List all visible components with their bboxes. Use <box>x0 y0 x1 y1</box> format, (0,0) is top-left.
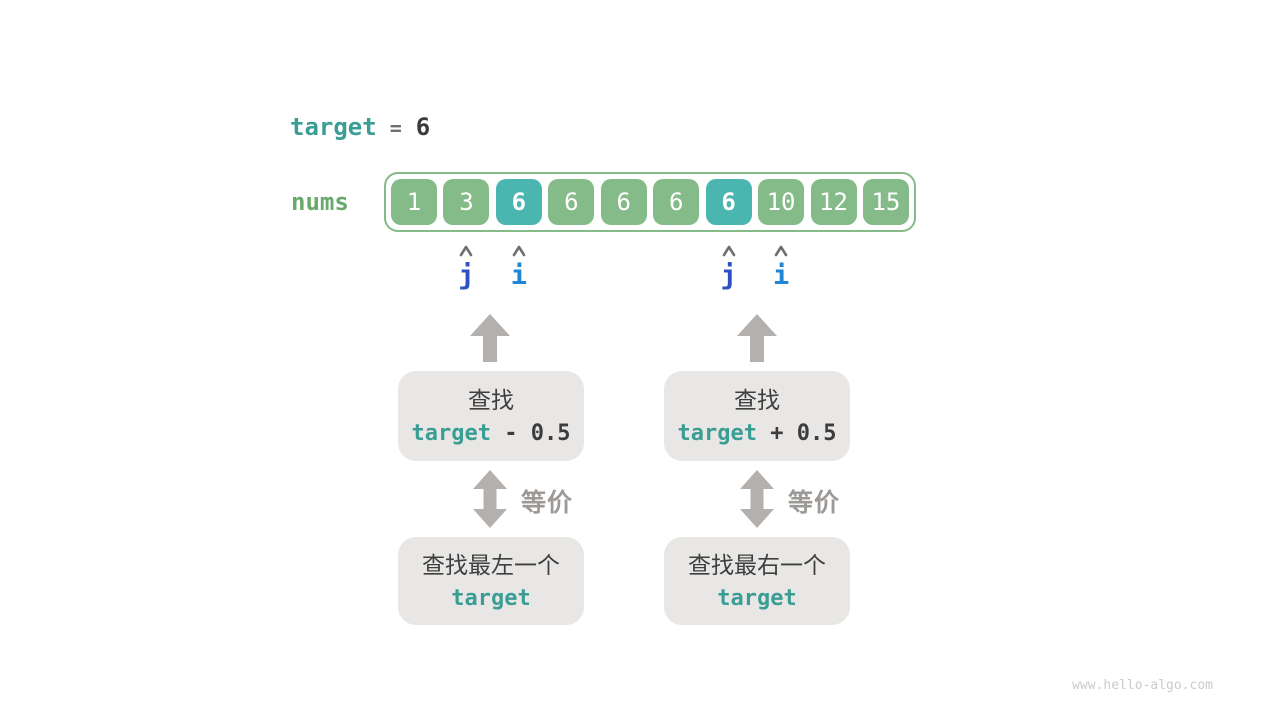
pointer-label-j: j <box>720 260 737 291</box>
nums-label: nums <box>291 188 349 216</box>
caret-up-icon <box>458 244 474 258</box>
up-arrow-icon <box>470 314 510 362</box>
result-leftmost-box: 查找最左一个 target <box>398 537 584 625</box>
caret-up-icon <box>773 244 789 258</box>
caret-up-icon <box>511 244 527 258</box>
search-title: 查找 <box>468 387 514 413</box>
array-cell: 15 <box>862 179 909 225</box>
caret-up-icon <box>721 244 737 258</box>
double-arrow-icon <box>473 470 507 528</box>
search-expression: target + 0.5 <box>677 421 837 446</box>
result-code: target <box>717 586 797 611</box>
array-cell: 1 <box>391 179 437 225</box>
result-rightmost-box: 查找最右一个 target <box>664 537 850 625</box>
result-title: 查找最左一个 <box>422 552 560 578</box>
equals-sign: = <box>389 116 402 140</box>
array-cell: 6 <box>548 179 595 225</box>
array-cell: 12 <box>810 179 857 225</box>
array-cell-highlighted: 6 <box>495 179 542 225</box>
result-title: 查找最右一个 <box>688 552 826 578</box>
array-cell: 6 <box>600 179 647 225</box>
array-cell: 3 <box>443 179 490 225</box>
target-assignment: target = 6 <box>290 112 430 143</box>
array-cell-highlighted: 6 <box>705 179 752 225</box>
equivalence-label: 等价 <box>521 489 574 517</box>
up-arrow-icon <box>737 314 777 362</box>
target-value: 6 <box>415 113 431 141</box>
watermark: www.hello-algo.com <box>1072 678 1213 693</box>
pointer-label-i: i <box>772 260 790 291</box>
pointer-label-j: j <box>458 260 475 291</box>
search-expression: target - 0.5 <box>411 421 571 446</box>
result-code: target <box>451 586 531 611</box>
array-cell: 6 <box>653 179 700 225</box>
search-minus-box: 查找 target - 0.5 <box>398 371 584 461</box>
array-cell: 10 <box>758 179 805 225</box>
equivalence-label: 等价 <box>788 489 841 517</box>
search-plus-box: 查找 target + 0.5 <box>664 371 850 461</box>
pointer-label-i: i <box>510 260 528 291</box>
target-keyword: target <box>290 113 377 141</box>
double-arrow-icon <box>740 470 774 528</box>
search-title: 查找 <box>734 387 780 413</box>
